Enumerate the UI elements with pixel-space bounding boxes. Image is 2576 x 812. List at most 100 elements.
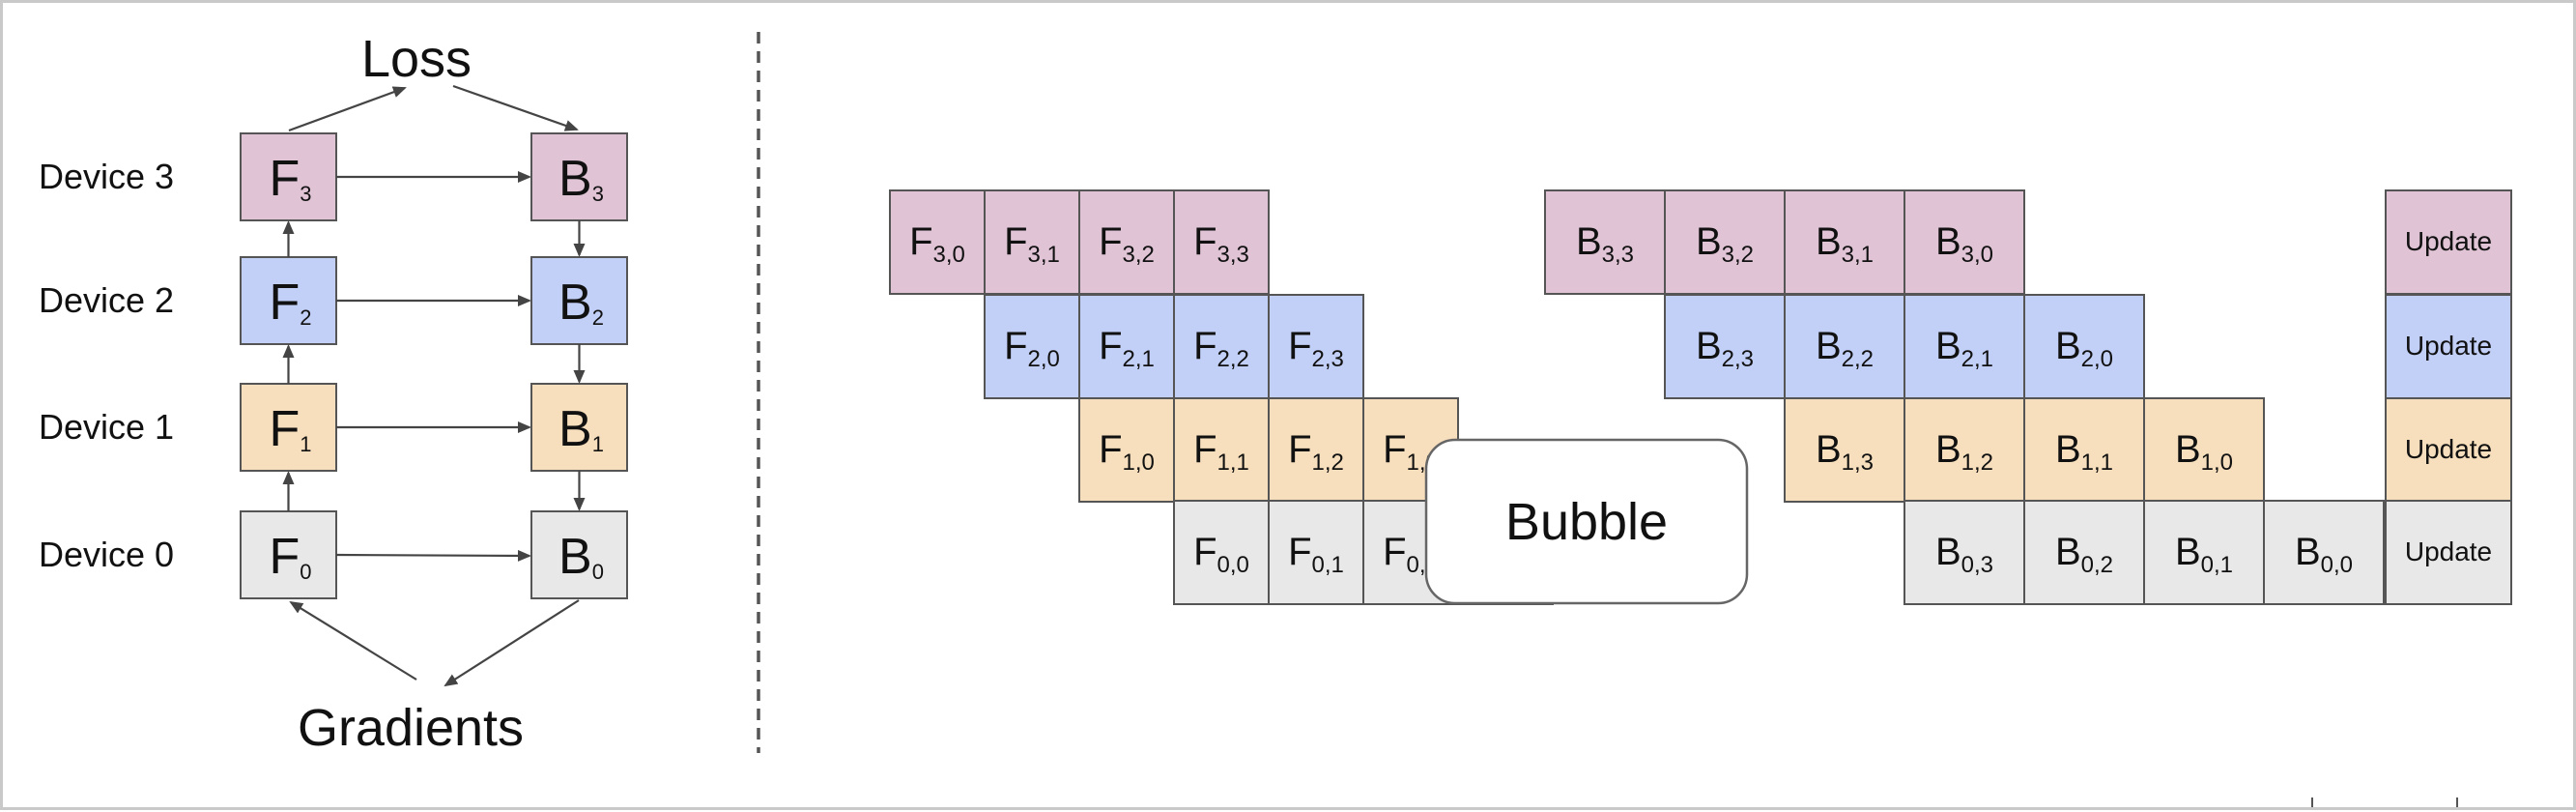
schedule-backward-label: B3,3 (1576, 220, 1634, 268)
schedule-forward-label-subscript: 1,0 (1123, 450, 1155, 476)
schedule-backward-label-subscript: 1,2 (1961, 450, 1993, 476)
forward-block-label-subscript: 2 (300, 305, 311, 330)
forward-block-label-base: F (269, 529, 300, 585)
schedule-forward-cell (1173, 500, 1270, 605)
schedule-backward-label-base: B (2175, 531, 2201, 573)
schedule-backward-label: B2,3 (1696, 325, 1754, 372)
schedule-backward-label-base: B (2055, 325, 2081, 367)
schedule-backward-cell (1903, 294, 2025, 399)
schedule-backward-label-base: B (1935, 325, 1961, 367)
schedule-forward-cell (1173, 397, 1270, 503)
schedule-backward-label-base: B (1935, 428, 1961, 471)
backward-block (530, 383, 628, 472)
backward-block (530, 256, 628, 345)
schedule-backward-label: B0,1 (2175, 531, 2233, 578)
schedule-backward-label-base: B (1935, 531, 1961, 573)
schedule-forward-cell (1078, 294, 1175, 399)
schedule-backward-cell (2023, 294, 2145, 399)
schedule-backward-label-subscript: 3,2 (1722, 242, 1754, 268)
schedule-forward-label: F3,1 (1004, 220, 1060, 268)
schedule-backward-label-base: B (2055, 531, 2081, 573)
schedule-forward-label-base: F (909, 220, 932, 263)
backward-block-label-subscript: 0 (592, 560, 604, 584)
device-label: Device 0 (39, 535, 174, 574)
schedule-forward-label-base: F (1288, 428, 1311, 471)
schedule-backward-label: B1,2 (1935, 428, 1993, 476)
schedule-backward-label-base: B (1816, 325, 1842, 367)
schedule-backward-label-subscript: 2,0 (2081, 346, 2113, 372)
schedule-backward-label: B1,1 (2055, 428, 2113, 476)
schedule-forward-label-base: F (1288, 531, 1311, 573)
schedule-backward-cell (1784, 294, 1905, 399)
schedule-forward-label-subscript: 2,2 (1217, 346, 1249, 372)
schedule-forward-label-base: F (1288, 325, 1311, 367)
schedule-forward-cell (889, 189, 986, 295)
schedule-forward-label-base: F (1383, 531, 1406, 573)
backward-block-label-base: B (558, 151, 592, 207)
schedule-backward-label-subscript: 1,1 (2081, 450, 2113, 476)
backward-block-label: B1 (558, 401, 604, 457)
schedule-forward-label-base: F (1004, 220, 1027, 263)
schedule-forward-label-base: F (1193, 428, 1216, 471)
forward-block-label: F3 (269, 151, 311, 207)
schedule-backward-cell (1903, 397, 2025, 503)
schedule-backward-label: B0,3 (1935, 531, 1993, 578)
schedule-forward-label-base: F (1099, 325, 1122, 367)
schedule-forward-label: F2,3 (1288, 325, 1344, 372)
schedule-forward-label: F1,1 (1193, 428, 1249, 476)
forward-block-label-subscript: 3 (300, 182, 311, 206)
schedule-backward-label-subscript: 0,1 (2201, 552, 2233, 578)
schedule-backward-label: B2,2 (1816, 325, 1874, 372)
backward-block (530, 510, 628, 599)
schedule-backward-label-base: B (1696, 220, 1722, 263)
schedule-forward-cell (984, 294, 1080, 399)
schedule-backward-label-base: B (1696, 325, 1722, 367)
schedule-forward-label-subscript: 0,0 (1217, 552, 1249, 578)
schedule-forward-label-subscript: 3,3 (1217, 242, 1249, 268)
schedule-backward-label-subscript: 3,0 (1961, 242, 1993, 268)
bubble-box (1424, 438, 1749, 605)
schedule-forward-label-subscript: 2,1 (1123, 346, 1155, 372)
schedule-forward-label-base: F (1193, 220, 1216, 263)
schedule-forward-cell (1268, 294, 1364, 399)
schedule-backward-label-subscript: 0,3 (1961, 552, 1993, 578)
schedule-backward-cell (2023, 500, 2145, 605)
schedule-forward-label: F2,2 (1193, 325, 1249, 372)
forward-block (240, 383, 337, 472)
schedule-forward-label-subscript: 2,3 (1312, 346, 1344, 372)
backward-block-label-base: B (558, 401, 592, 457)
backward-block-label: B3 (558, 151, 604, 207)
schedule-backward-label: B2,1 (1935, 325, 1993, 372)
gradients-label: Gradients (298, 699, 524, 757)
schedule-backward-cell (1784, 397, 1905, 503)
backward-block-label-base: B (558, 275, 592, 331)
schedule-forward-label-subscript: 0,1 (1312, 552, 1344, 578)
schedule-forward-label-subscript: 1,1 (1217, 450, 1249, 476)
schedule-backward-cell (1664, 294, 1786, 399)
schedule-forward-label: F2,1 (1099, 325, 1155, 372)
update-label: Update (2405, 331, 2492, 361)
schedule-backward-label: B3,0 (1935, 220, 1993, 268)
backward-block-label-base: B (558, 529, 592, 585)
forward-block-label: F1 (269, 401, 311, 457)
schedule-forward-label-subscript: 3,0 (933, 242, 965, 268)
schedule-backward-label-base: B (1816, 220, 1842, 263)
schedule-backward-label: B3,2 (1696, 220, 1754, 268)
bubble-label: Bubble (1505, 493, 1668, 551)
schedule-backward-label: B1,3 (1816, 428, 1874, 476)
schedule-backward-label-subscript: 0,0 (2321, 552, 2353, 578)
device-label: Device 1 (39, 407, 174, 447)
update-label: Update (2405, 536, 2492, 566)
schedule-backward-label-base: B (2175, 428, 2201, 471)
update-label: Update (2405, 434, 2492, 464)
forward-block-label-subscript: 1 (300, 432, 311, 456)
forward-to-backward-arrow (335, 549, 531, 562)
schedule-backward-label-subscript: 1,3 (1842, 450, 1874, 476)
schedule-forward-label-subscript: 1,2 (1312, 450, 1344, 476)
schedule-forward-label: F3,2 (1099, 220, 1155, 268)
schedule-forward-label-base: F (1099, 428, 1122, 471)
schedule-forward-label-subscript: 3,1 (1028, 242, 1060, 268)
